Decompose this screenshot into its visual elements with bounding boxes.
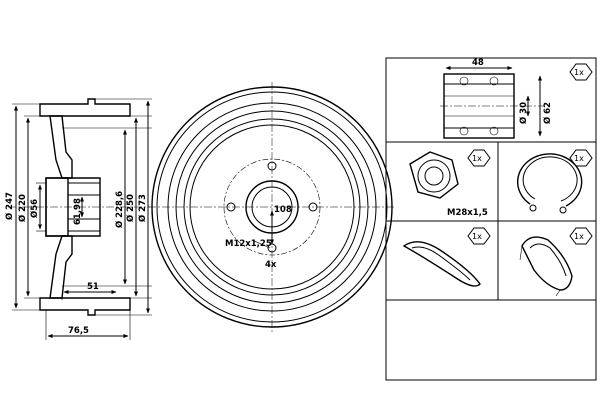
bolt-hole-right xyxy=(308,202,318,212)
dim-label-273: Ø 273 xyxy=(137,194,148,222)
bearing-bore-label: Ø 30 xyxy=(518,102,529,124)
qty-badge-seal: 1x xyxy=(467,227,491,245)
svg-text:1x: 1x xyxy=(574,68,584,77)
svg-text:1x: 1x xyxy=(472,154,482,163)
bearing-outer-label: Ø 62 xyxy=(542,102,553,124)
svg-text:1x: 1x xyxy=(574,232,584,241)
hub-bore-upper xyxy=(67,182,101,196)
front-view: 108 M12x1,25 4x xyxy=(148,82,396,334)
axle-nut: M28x1,5 xyxy=(409,151,488,218)
bolt-hole-left xyxy=(226,202,236,212)
bolt-hole-top xyxy=(267,161,277,171)
hub-flange xyxy=(45,177,69,237)
side-section-view: Ø 247 Ø 220 Ø56 61,98 Ø 228,6 Ø 250 Ø 27… xyxy=(4,98,152,340)
dust-cap xyxy=(519,236,573,297)
dim-label-76-5: 76,5 xyxy=(68,326,89,336)
seal-ring xyxy=(402,241,481,287)
dim-label-247: Ø 247 xyxy=(4,192,15,220)
dim-label-250: Ø 250 xyxy=(125,194,136,222)
qty-badge-cap: 1x xyxy=(569,227,593,245)
dim-label-220: Ø 220 xyxy=(17,194,28,222)
bolt-pitch-circle xyxy=(223,158,321,256)
circlip xyxy=(516,153,583,214)
drum-web-upper xyxy=(49,115,73,179)
bolt-thread-label: M12x1,25 xyxy=(225,239,272,249)
dim-label-228-6: Ø 228,6 xyxy=(114,191,125,228)
drum-web-lower xyxy=(49,235,73,299)
dim-label-61-98: 61,98 xyxy=(73,198,83,225)
svg-text:1x: 1x xyxy=(472,232,482,241)
dim-label-56: Ø56 xyxy=(29,199,40,218)
qty-badge-bearing: 1x xyxy=(569,63,593,81)
drum-lower-outline xyxy=(39,297,131,316)
qty-badge-nut: 1x xyxy=(467,149,491,167)
bolt-count-label: 4x xyxy=(265,260,277,270)
nut-thread-label: M28x1,5 xyxy=(447,208,488,218)
panel-frame xyxy=(385,57,597,381)
drum-outer-circle xyxy=(151,86,393,328)
pcd-label: 108 xyxy=(274,205,292,215)
qty-badge-circlip: 1x xyxy=(569,149,593,167)
wheel-bearing: 48 Ø 30 Ø 62 xyxy=(440,58,553,139)
bearing-width-label: 48 xyxy=(472,58,484,68)
dim-label-51: 51 xyxy=(87,282,99,292)
drum-upper-outline xyxy=(39,98,131,117)
kit-components-panel: 48 Ø 30 Ø 62 1x M28x1,5 1x xyxy=(385,57,597,381)
svg-text:1x: 1x xyxy=(574,154,584,163)
